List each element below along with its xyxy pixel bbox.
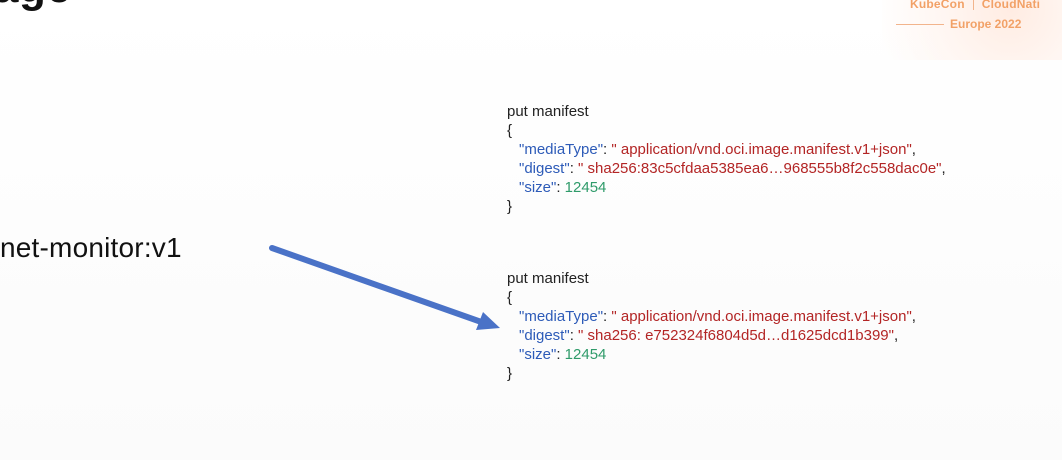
size-value: 12454 <box>564 179 607 196</box>
media-type-line: "mediaType": " application/vnd.oci.image… <box>519 308 916 325</box>
media-type-value: " application/vnd.oci.image.manifest.v1+… <box>611 141 912 158</box>
close-brace: } <box>507 198 513 215</box>
media-type-key: "mediaType" <box>519 308 604 325</box>
digest-line: "digest": " sha256: e752324f6804d5d…d162… <box>519 327 899 344</box>
branding-rule <box>896 24 944 26</box>
manifest-block-1: put manifest { "mediaType": " applicatio… <box>507 102 1047 216</box>
media-type-line: "mediaType": " application/vnd.oci.image… <box>519 141 916 158</box>
size-value: 12454 <box>564 346 607 363</box>
size-line: "size": 12454 <box>519 179 607 196</box>
branding-bottom-line: Europe 2022 <box>896 17 1021 31</box>
manifest-block-2: put manifest { "mediaType": " applicatio… <box>507 269 1047 383</box>
digest-value: " sha256:83c5cfdaa5385ea6…968555b8f2c558… <box>578 160 942 177</box>
size-key: "size" <box>519 346 557 363</box>
digest-line: "digest": " sha256:83c5cfdaa5385ea6…9685… <box>519 160 946 177</box>
kubecon-branding: KubeCon CloudNati Europe 2022 <box>882 0 1062 60</box>
digest-value: " sha256: e752324f6804d5d…d1625dcd1b399" <box>578 327 894 344</box>
media-type-value: " application/vnd.oci.image.manifest.v1+… <box>611 308 912 325</box>
close-brace: } <box>507 365 513 382</box>
arrow-icon <box>269 245 500 330</box>
open-brace: { <box>507 122 513 139</box>
image-tag-label: net-monitor:v1 <box>0 232 182 263</box>
branding-divider <box>972 0 974 10</box>
slide-title: age <box>0 0 71 10</box>
event-label: Europe 2022 <box>950 17 1022 31</box>
open-brace: { <box>507 289 513 306</box>
size-line: "size": 12454 <box>519 346 607 363</box>
manifest-heading: put manifest <box>507 270 589 287</box>
cloudnati-label: CloudNati <box>981 0 1041 11</box>
kubecon-label: KubeCon <box>910 0 965 11</box>
manifest-heading: put manifest <box>507 103 589 120</box>
branding-top-line: KubeCon CloudNati <box>910 0 1040 11</box>
media-type-key: "mediaType" <box>519 141 604 158</box>
branding-glow <box>882 0 1062 60</box>
size-key: "size" <box>519 179 557 196</box>
digest-key: "digest" <box>519 327 570 344</box>
digest-key: "digest" <box>519 160 570 177</box>
